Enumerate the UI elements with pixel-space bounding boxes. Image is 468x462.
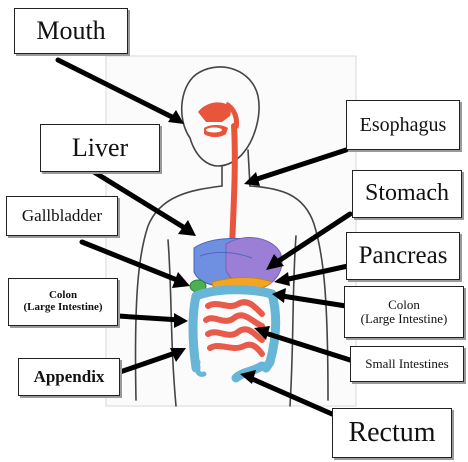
label-rectum: Rectum	[332, 408, 452, 458]
label-colon-right: Colon (Large Intestine)	[344, 286, 464, 338]
label-pancreas: Pancreas	[346, 232, 460, 280]
label-gallbladder: Gallbladder	[6, 196, 118, 236]
label-liver: Liver	[40, 124, 160, 172]
label-mouth: Mouth	[14, 8, 128, 54]
label-small-intestines: Small Intestines	[350, 346, 464, 382]
label-esophagus: Esophagus	[346, 100, 460, 150]
esophagus-organ	[232, 126, 235, 246]
label-appendix: Appendix	[18, 358, 120, 396]
label-colon-left: Colon (Large Intestine)	[8, 278, 118, 326]
label-stomach: Stomach	[352, 170, 462, 218]
